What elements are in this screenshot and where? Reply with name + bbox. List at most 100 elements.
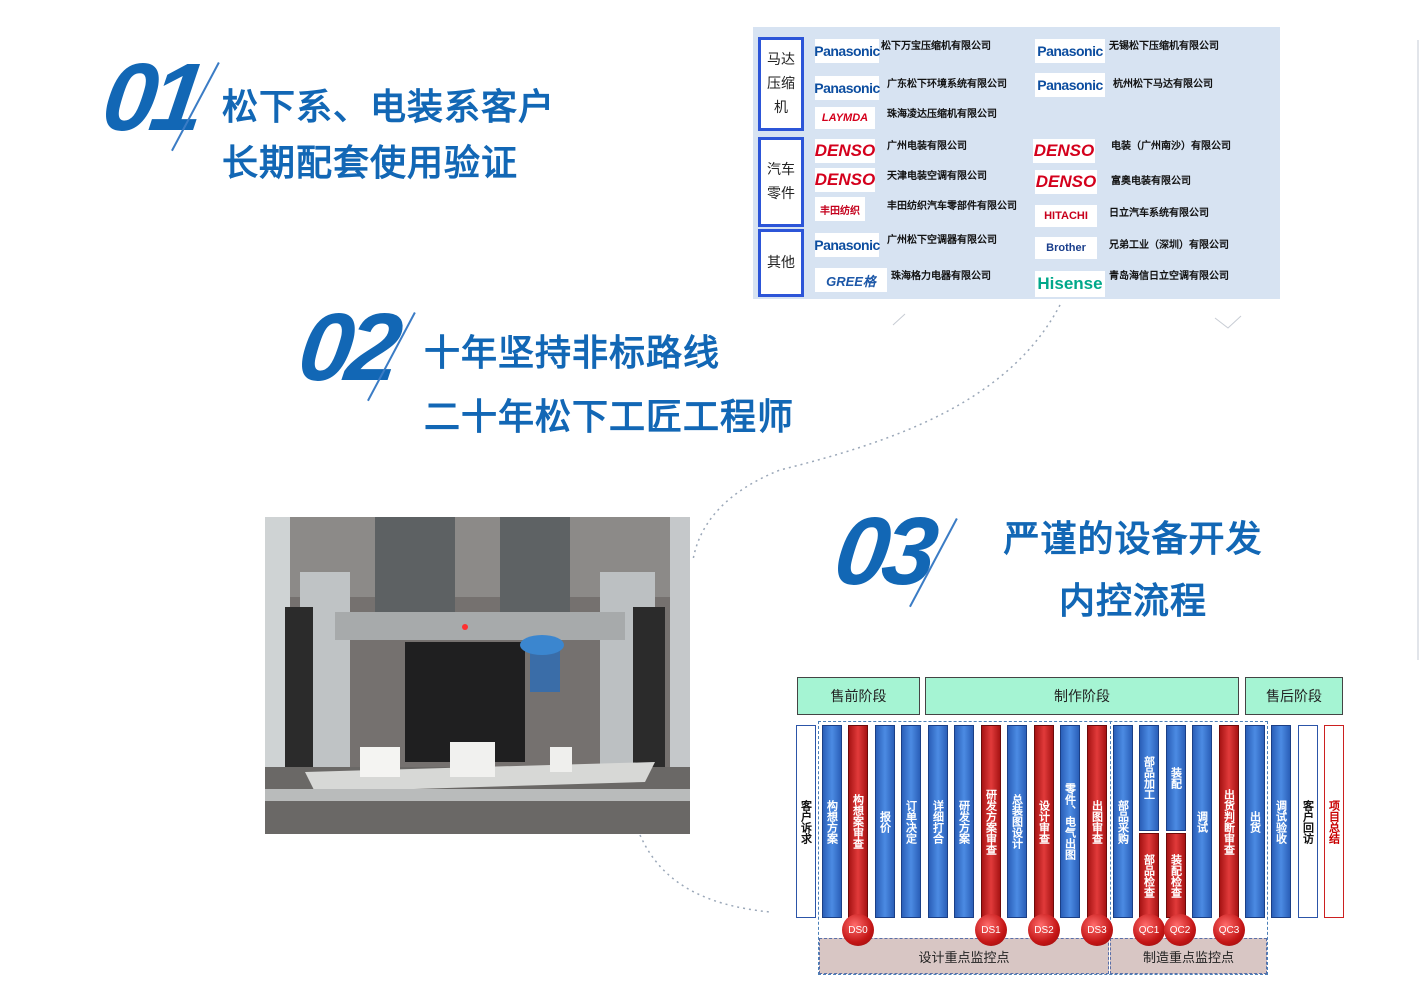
toyota-boshoku-logo: 丰田纺织 xyxy=(815,197,865,221)
frame-divider xyxy=(1110,721,1111,975)
step-label: 设计审查 xyxy=(1037,799,1051,844)
step-drawing-review: 出图审查 xyxy=(1087,725,1107,918)
category-label: 其他 xyxy=(767,255,795,271)
stage-presales: 售前阶段 xyxy=(797,677,920,715)
denso-logo: DENSO xyxy=(1035,170,1097,194)
checkpoint-ds1: DS1 xyxy=(975,914,1007,946)
step-label: 出货判断审查 xyxy=(1222,788,1236,855)
step-concept-review: 构想案审查 xyxy=(848,725,868,918)
section-number-02: 02 xyxy=(292,294,403,401)
step-assembly-inspection: 装配检查 xyxy=(1166,833,1186,918)
step-label: 装配检查 xyxy=(1169,853,1183,898)
step-debugging: 调试 xyxy=(1192,725,1212,918)
category-label: 马达压缩机 xyxy=(767,52,795,116)
step-concept-plan: 构想方案 xyxy=(822,725,842,918)
checkpoint-ds3: DS3 xyxy=(1081,914,1113,946)
manufacturing-monitor-bar: 制造重点监控点 xyxy=(1110,938,1267,974)
company-name: 杭州松下马达有限公司 xyxy=(1113,79,1213,90)
step-assembly-design: 总装图设计 xyxy=(1007,725,1027,918)
section3-line1: 严谨的设备开发 xyxy=(1003,519,1263,560)
step-detail-meeting: 详细打合 xyxy=(928,725,948,918)
step-customer-request: 客户诉求 xyxy=(796,725,816,918)
category-motor-compressor: 马达压缩机 xyxy=(758,37,804,131)
machine-illustration xyxy=(265,517,690,834)
step-label: 出货 xyxy=(1248,810,1262,833)
brother-logo: Brother xyxy=(1035,237,1097,259)
step-label: 部品采购 xyxy=(1116,799,1130,844)
step-label: 调试 xyxy=(1195,810,1209,833)
company-name: 电装（广州南沙）有限公司 xyxy=(1111,141,1231,152)
step-label: 构想方案 xyxy=(825,799,839,844)
category-other: 其他 xyxy=(758,229,804,297)
step-acceptance: 调试验收 xyxy=(1271,725,1291,918)
stage-aftersales: 售后阶段 xyxy=(1245,677,1343,715)
step-label: 订单决定 xyxy=(904,799,918,844)
step-label: 研发方案 xyxy=(957,799,971,844)
company-name: 珠海凌达压缩机有限公司 xyxy=(887,109,997,120)
step-parts-drawing: 零件、电气出图 xyxy=(1060,725,1080,918)
step-shipment-review: 出货判断审查 xyxy=(1219,725,1239,918)
section2-line2: 二十年松下工匠工程师 xyxy=(424,397,795,438)
step-label: 总装图设计 xyxy=(1010,794,1024,849)
step-order-decision: 订单决定 xyxy=(901,725,921,918)
step-design-review: 设计审查 xyxy=(1034,725,1054,918)
step-label: 客户回访 xyxy=(1301,799,1315,844)
checkpoint-qc1: QC1 xyxy=(1133,914,1165,946)
step-customer-visit: 客户回访 xyxy=(1298,725,1318,918)
company-name: 天津电装空调有限公司 xyxy=(887,171,987,182)
company-name: 青岛海信日立空调有限公司 xyxy=(1109,271,1229,282)
company-name: 无锡松下压缩机有限公司 xyxy=(1109,41,1219,52)
step-project-summary: 项目总结 xyxy=(1324,725,1344,918)
panasonic-logo: Panasonic xyxy=(1035,39,1105,63)
step-assembly: 装配 xyxy=(1166,725,1186,831)
company-name: 日立汽车系统有限公司 xyxy=(1109,208,1209,219)
step-label: 报价 xyxy=(878,810,892,833)
step-label: 零件、电气出图 xyxy=(1063,783,1077,860)
panasonic-logo: Panasonic xyxy=(1035,73,1105,97)
company-name: 松下万宝压缩机有限公司 xyxy=(881,41,991,52)
step-parts-processing: 部品加工 xyxy=(1139,725,1159,831)
company-name: 丰田纺织汽车零部件有限公司 xyxy=(887,201,1017,212)
customer-panel: 马达压缩机 汽车零件 其他 Panasonic 松下万宝压缩机有限公司 Pana… xyxy=(753,27,1280,299)
section3-title: 严谨的设备开发 内控流程 xyxy=(990,512,1276,630)
laymda-logo: LAYMDA xyxy=(815,107,875,129)
gree-logo: GREE格 xyxy=(815,268,887,292)
section2-line1: 十年坚持非标路线 xyxy=(424,333,721,374)
step-label: 研发方案审查 xyxy=(984,788,998,855)
production-frame xyxy=(818,721,1268,975)
section3-line2: 内控流程 xyxy=(1058,581,1207,622)
section1-line2: 长期配套使用验证 xyxy=(222,143,519,184)
panasonic-logo: Panasonic xyxy=(814,76,880,100)
company-name: 广东松下环境系统有限公司 xyxy=(887,79,1007,90)
category-label: 汽车零件 xyxy=(767,162,795,202)
step-label: 调试验收 xyxy=(1274,799,1288,844)
company-name: 兄弟工业（深圳）有限公司 xyxy=(1109,240,1229,251)
step-rd-review: 研发方案审查 xyxy=(981,725,1001,918)
stage-production: 制作阶段 xyxy=(925,677,1239,715)
company-name: 广州电装有限公司 xyxy=(887,141,967,152)
step-rd-plan: 研发方案 xyxy=(954,725,974,918)
checkpoint-qc2: QC2 xyxy=(1164,914,1196,946)
hitachi-logo: HITACHI xyxy=(1035,205,1097,227)
step-label: 装配 xyxy=(1169,767,1183,789)
equipment-photo xyxy=(265,517,690,834)
hisense-logo: Hisense xyxy=(1035,271,1105,297)
checkpoint-ds0: DS0 xyxy=(842,914,874,946)
section2-title: 十年坚持非标路线 二十年松下工匠工程师 xyxy=(424,326,794,446)
step-parts-purchase: 部品采购 xyxy=(1113,725,1133,918)
step-label: 部品加工 xyxy=(1142,756,1156,800)
company-name: 珠海格力电器有限公司 xyxy=(891,271,991,282)
company-name: 富奥电装有限公司 xyxy=(1111,176,1191,187)
section1-title: 松下系、电装系客户 长期配套使用验证 xyxy=(222,80,555,192)
denso-logo: DENSO xyxy=(815,139,875,163)
step-shipment: 出货 xyxy=(1245,725,1265,918)
step-label: 项目总结 xyxy=(1327,799,1341,844)
step-label: 客户诉求 xyxy=(799,799,813,844)
step-label: 出图审查 xyxy=(1090,799,1104,844)
denso-logo: DENSO xyxy=(1033,139,1095,163)
step-label: 部品检查 xyxy=(1142,853,1156,898)
section1-line1: 松下系、电装系客户 xyxy=(222,87,556,128)
step-label: 详细打合 xyxy=(931,799,945,844)
checkpoint-qc3: QC3 xyxy=(1213,914,1245,946)
